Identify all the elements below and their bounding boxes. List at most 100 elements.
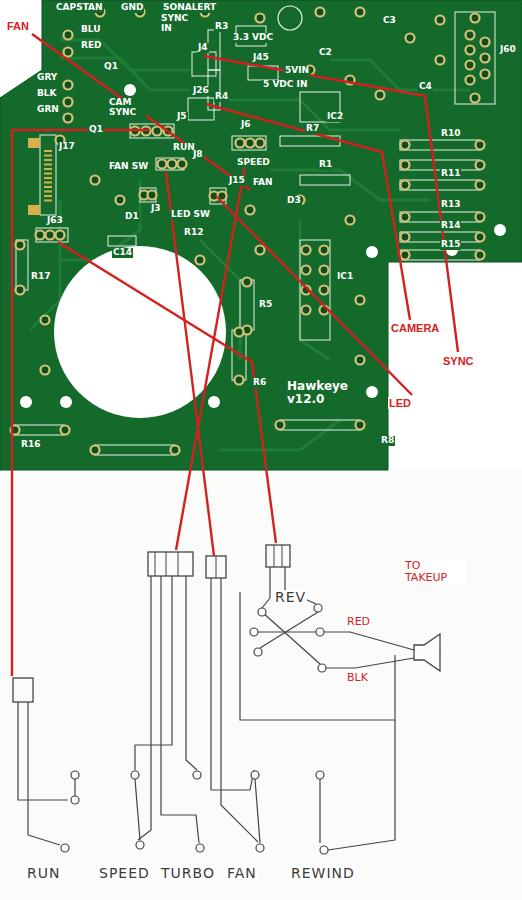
- solder-pad: [476, 233, 485, 242]
- smd-pad: [28, 138, 40, 148]
- mounting-hole: [208, 396, 220, 408]
- solder-pad: [41, 366, 50, 375]
- pin-tick: [274, 545, 275, 567]
- sketch-wire: [262, 612, 320, 664]
- connector-sketch: [148, 552, 193, 576]
- silkscreen-label: R16: [20, 440, 41, 450]
- connector-pin: [44, 150, 52, 152]
- callout-label: SYNC: [442, 355, 475, 367]
- solder-pad: [481, 70, 490, 79]
- solder-pad: [356, 421, 365, 430]
- silkscreen-label: 5 VDC IN: [262, 80, 308, 90]
- connector-pin: [44, 159, 52, 161]
- connector-pin: [44, 186, 52, 188]
- smd-pad: [28, 205, 40, 215]
- connector-pin: [44, 173, 52, 175]
- solder-pad: [148, 191, 157, 200]
- leader-line: [166, 172, 214, 556]
- solder-pad: [16, 286, 25, 295]
- solder-pad: [406, 34, 415, 43]
- terminal-sketch: [131, 771, 139, 779]
- silkscreen-outline: [140, 188, 156, 202]
- pcb-board: [0, 0, 522, 470]
- silkscreen-outline: [232, 136, 266, 150]
- handwritten-label: BLK: [346, 672, 369, 684]
- callout-label: LED: [388, 397, 412, 409]
- pcb-trace: [60, 180, 140, 260]
- connector-pin: [44, 155, 52, 157]
- solder-pad: [476, 161, 485, 170]
- sketch-wire: [28, 702, 60, 845]
- solder-pad: [471, 94, 480, 103]
- mounting-hole: [366, 246, 378, 258]
- silkscreen-label: R7: [305, 124, 320, 134]
- silkscreen-label: Q1: [103, 62, 119, 72]
- solder-pad: [476, 141, 485, 150]
- solder-pad: [64, 31, 73, 40]
- terminal-sketch: [318, 664, 326, 672]
- connector-sketch: [206, 556, 226, 578]
- silkscreen-label: BLU: [80, 25, 102, 35]
- terminal-sketch: [61, 844, 69, 852]
- leader-line: [204, 56, 458, 352]
- silkscreen-label: R11: [440, 169, 461, 179]
- terminal-sketch: [196, 844, 204, 852]
- terminal-sketch: [71, 771, 79, 779]
- pcb-trace: [300, 220, 330, 360]
- solder-pad: [302, 266, 311, 275]
- silkscreen-label: C4: [418, 82, 433, 92]
- solder-pad: [168, 160, 177, 169]
- solder-pad: [320, 266, 329, 275]
- callout-label: FAN: [6, 20, 30, 32]
- terminal-sketch: [316, 771, 324, 779]
- connector-sketch: [13, 678, 33, 702]
- handwritten-label: FAN: [226, 866, 258, 881]
- solder-pad: [56, 231, 65, 240]
- silkscreen-label: C2: [318, 48, 333, 58]
- silkscreen-label: J63: [46, 216, 64, 226]
- mounting-hole: [494, 224, 506, 236]
- solder-pad: [466, 76, 475, 85]
- pin-tick: [155, 552, 156, 576]
- solder-pad: [401, 251, 410, 260]
- solder-pad: [196, 256, 205, 265]
- solder-pad: [178, 160, 187, 169]
- silkscreen-outline: [192, 52, 216, 76]
- leader-line: [12, 130, 150, 676]
- silkscreen-label: R1: [318, 160, 333, 170]
- solder-pad: [466, 61, 475, 70]
- handwritten-label: TO TAKEUP: [404, 560, 466, 584]
- leader-line: [216, 196, 412, 395]
- solder-pad: [256, 139, 265, 148]
- silkscreen-label: Hawkeye v12.0: [286, 380, 340, 406]
- handwritten-label: REV: [274, 590, 307, 605]
- silkscreen-label: R15: [440, 240, 461, 250]
- solder-pad: [91, 446, 100, 455]
- silkscreen-label: J15: [228, 176, 246, 186]
- terminal-sketch: [193, 771, 201, 779]
- silkscreen-outline: [108, 236, 136, 246]
- solder-pad: [346, 216, 355, 225]
- silkscreen-label: J17: [58, 142, 76, 152]
- silkscreen-label: D3: [286, 196, 302, 206]
- silkscreen-label: CAPSTAN: [55, 3, 104, 13]
- silkscreen-label: J60: [499, 45, 517, 55]
- solder-pad: [356, 356, 365, 365]
- solder-pad: [16, 241, 25, 250]
- silkscreen-label: R3: [214, 22, 229, 32]
- silkscreen-label: GRY: [36, 73, 58, 83]
- terminal-sketch: [258, 608, 266, 616]
- sketch-wire: [324, 632, 414, 650]
- connector-pin: [44, 168, 52, 170]
- terminal-sketch: [250, 628, 258, 636]
- connector-pin: [44, 177, 52, 179]
- solder-pad: [320, 246, 329, 255]
- solder-pad: [401, 141, 410, 150]
- mounting-hole: [60, 396, 72, 408]
- sketch-wire: [258, 631, 316, 632]
- solder-pad: [36, 231, 45, 240]
- capacitor-outline: [278, 6, 302, 30]
- silkscreen-label: D1: [124, 212, 140, 222]
